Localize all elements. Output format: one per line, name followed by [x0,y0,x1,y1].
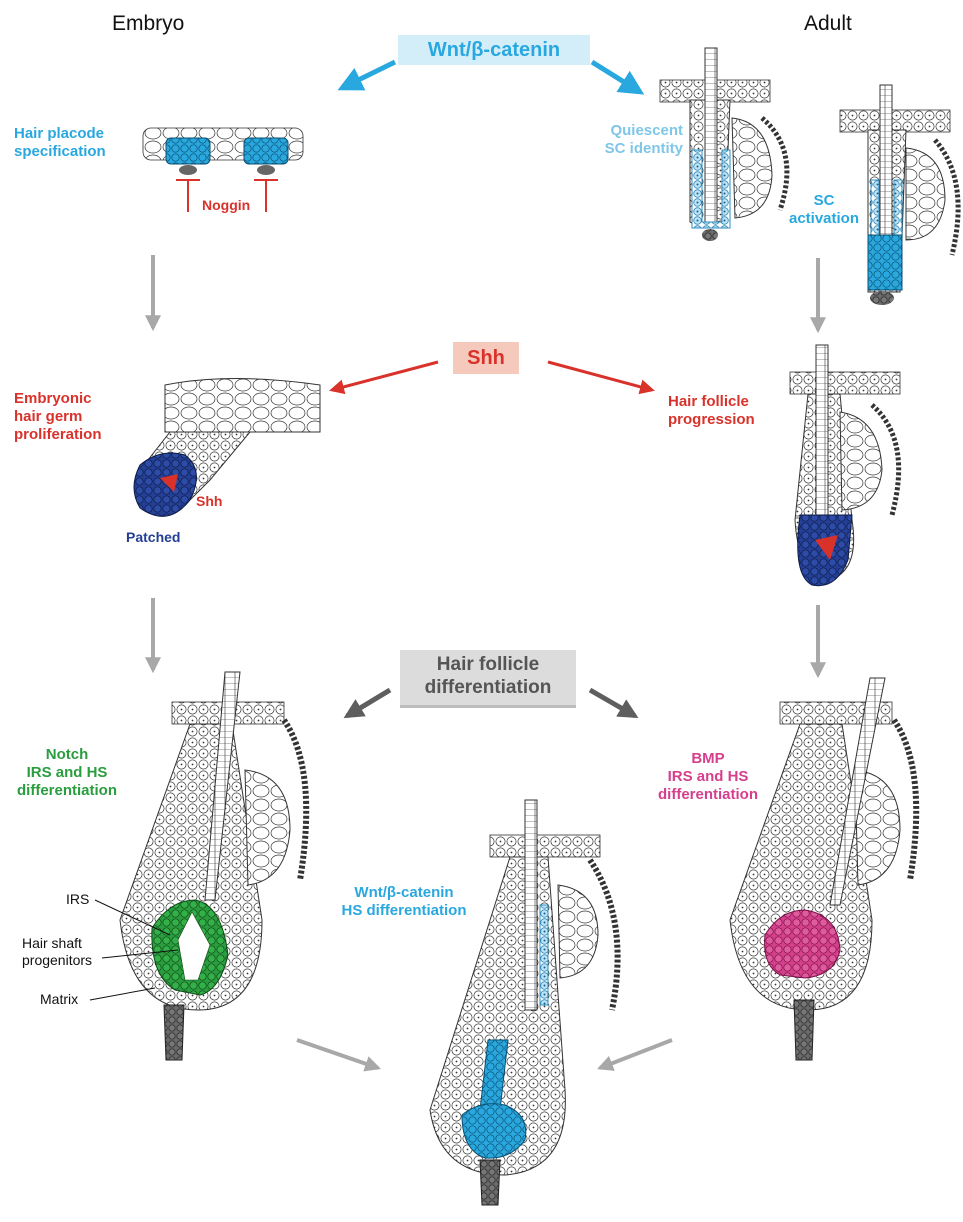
irs-annotation: IRS [66,891,89,908]
hair-shaft-annotation: Hair shaft progenitors [22,935,92,969]
shh-arrow-left [332,362,438,390]
hair-germ-illustration [134,379,320,517]
shh-arrow-right [548,362,652,390]
arrow-converge-right [600,1040,672,1068]
sc-activation-label: SC activation [778,192,870,228]
matrix-pointer [90,988,155,1000]
diff-arrow-right [590,690,635,716]
bmp-follicle-illustration [730,678,916,1060]
embryonic-germ-label: Embryonic hair germ proliferation [14,390,102,444]
wnt-arrow-left [342,62,395,88]
follicle-progression-label: Hair follicle progression [668,393,755,429]
bmp-label: BMP IRS and HS differentiation [648,750,768,804]
patched-label: Patched [126,529,180,546]
embryo-heading: Embryo [112,12,184,36]
arrow-converge-left [297,1040,378,1068]
diff-arrow-left [347,690,390,716]
hair-placode-illustration [143,128,303,175]
shh-small-label: Shh [196,493,222,510]
differentiation-box: Hair follicle differentiation [400,650,576,708]
wnt-signal-box: Wnt/β-catenin [398,35,590,65]
notch-label: Notch IRS and HS differentiation [8,746,126,800]
shh-signal-box: Shh [453,342,519,374]
wnt-hs-follicle-illustration [430,800,618,1205]
noggin-label: Noggin [202,197,250,214]
wnt-hs-label: Wnt/β-catenin HS differentiation [328,884,480,920]
follicle-progression-illustration [790,345,900,586]
matrix-annotation: Matrix [40,991,78,1008]
hair-placode-label: Hair placode specification [14,125,106,161]
quiescent-sc-label: Quiescent SC identity [583,122,683,158]
adult-heading: Adult [804,12,852,36]
notch-follicle-illustration [120,672,306,1060]
wnt-arrow-right [592,62,640,92]
